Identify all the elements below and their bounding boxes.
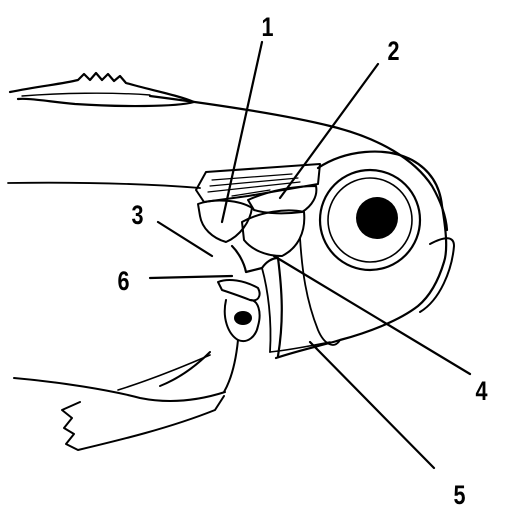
- label-1: 1: [262, 13, 274, 43]
- gill-cover-flap: [420, 238, 454, 312]
- lower-head: [160, 340, 238, 392]
- dorsal-fin: [10, 73, 194, 106]
- lateral-line: [8, 183, 200, 188]
- pharynx-opening: [234, 311, 252, 325]
- mouth-lip: [218, 280, 260, 300]
- eye-pupil: [356, 197, 398, 239]
- fish-outline: [8, 73, 447, 450]
- pectoral-fin: [62, 396, 224, 450]
- leader-6: [150, 276, 232, 278]
- dorsal-fin-base: [22, 93, 150, 96]
- label-6: 6: [118, 267, 130, 297]
- head: [276, 152, 454, 358]
- label-2: 2: [388, 37, 400, 67]
- dorsal-contour: [150, 96, 447, 230]
- bone-2-stippled: [248, 186, 316, 213]
- label-4: 4: [476, 377, 488, 407]
- mandible-inner: [262, 268, 271, 352]
- bone-4-stippled: [242, 210, 304, 256]
- leader-5: [310, 342, 434, 468]
- label-3: 3: [132, 201, 144, 231]
- premaxilla-striations: [208, 174, 300, 196]
- label-5: 5: [454, 481, 466, 511]
- leader-lines: [150, 42, 470, 468]
